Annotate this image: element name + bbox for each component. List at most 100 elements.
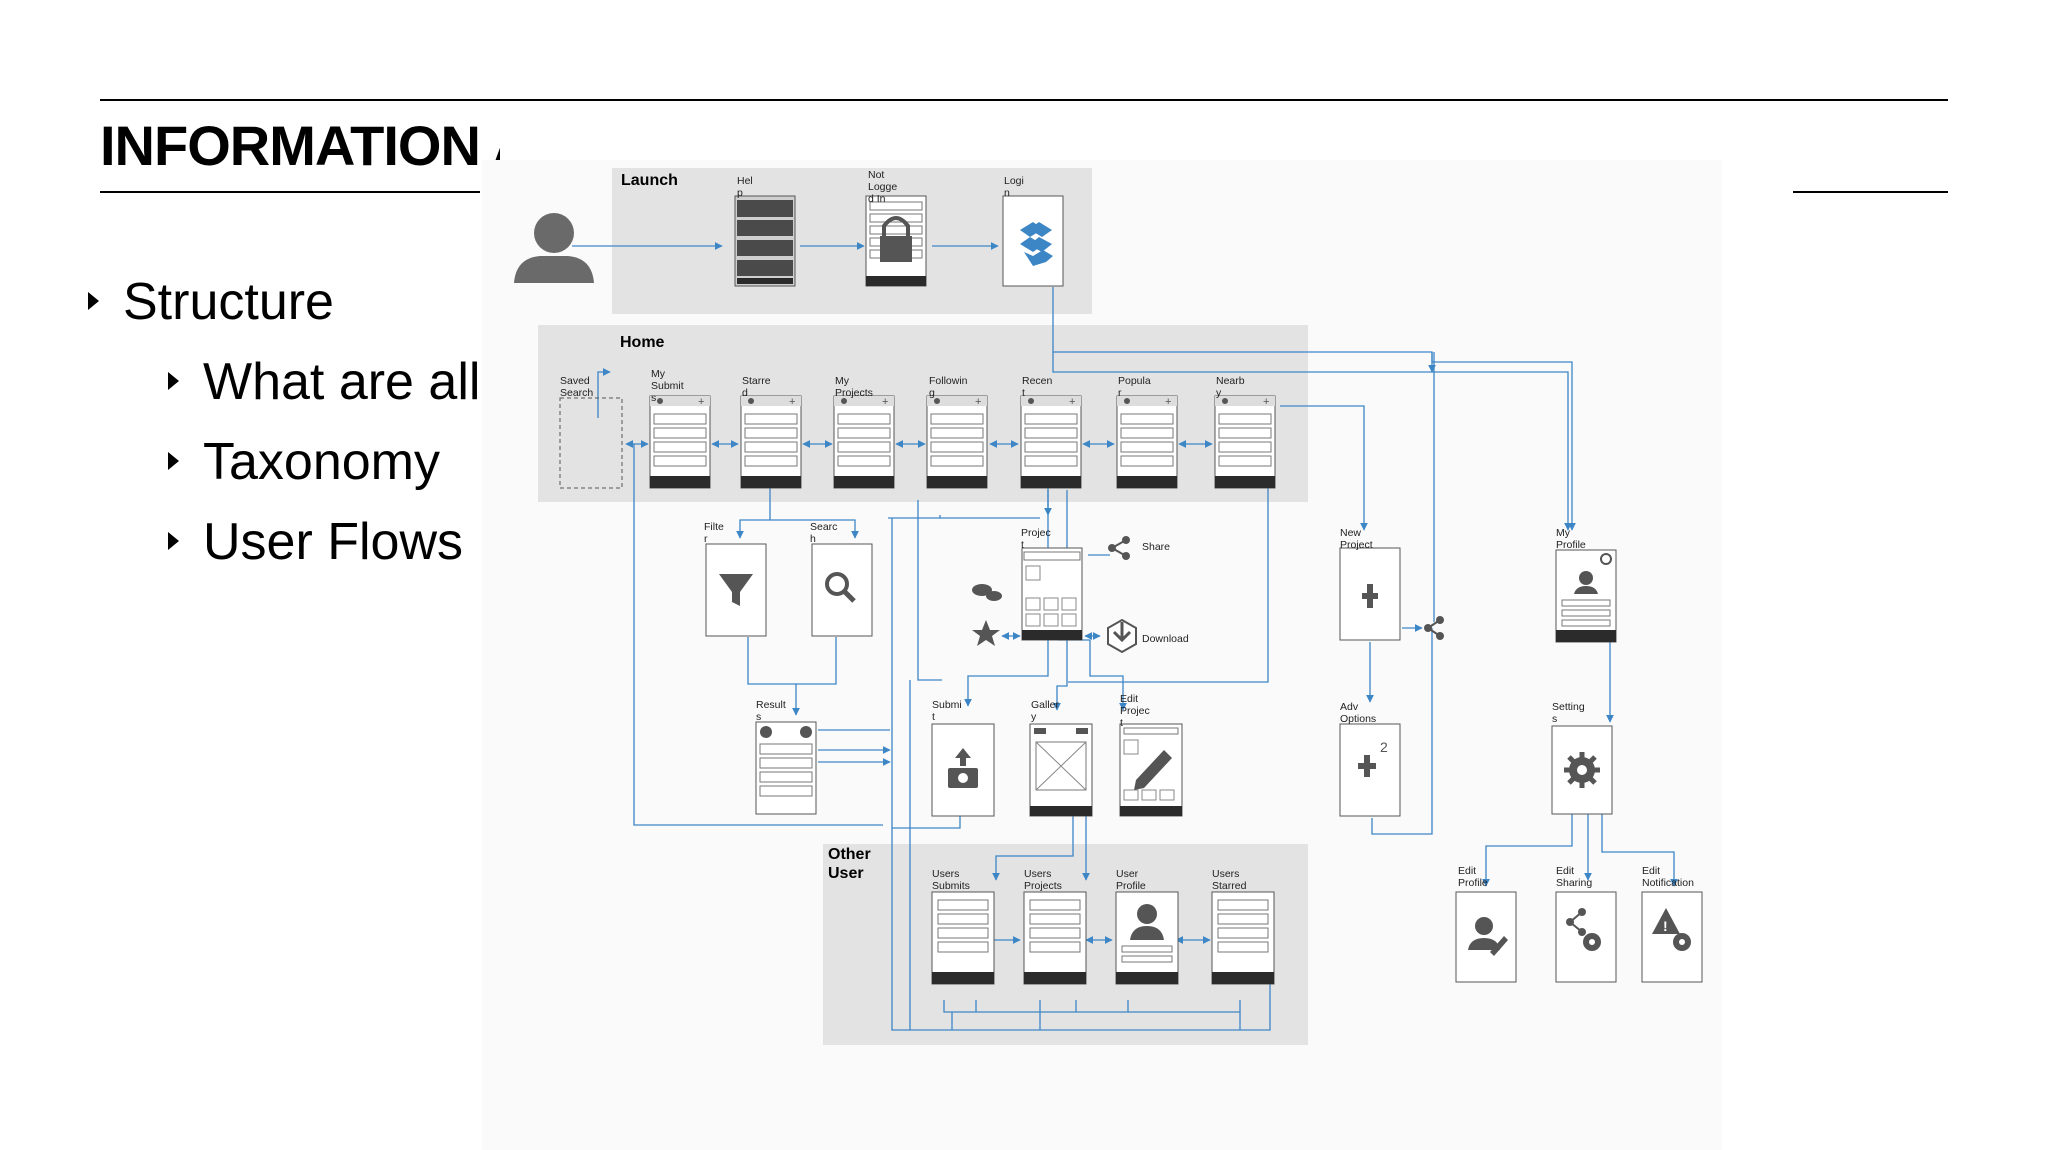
screen-not-logged-in xyxy=(865,195,927,287)
label-saved-search-2: Search xyxy=(560,387,593,399)
adv-badge: 2 xyxy=(1380,739,1388,755)
label-filter-2: r xyxy=(704,533,708,545)
label-my-projects-1: My xyxy=(835,375,850,387)
funnel-icon xyxy=(719,574,753,606)
bullet-triangle-icon xyxy=(88,292,99,311)
screen-following: + xyxy=(926,395,988,489)
screen-labels: Hel p Not Logge d In Logi n Saved Search… xyxy=(560,169,1694,892)
screen-my-profile xyxy=(1555,549,1617,643)
label-download: Download xyxy=(1142,633,1189,645)
label-my-submits-3: s xyxy=(651,392,656,404)
label-results-2: s xyxy=(756,711,761,723)
screen-submit xyxy=(931,723,995,817)
screen-settings xyxy=(1551,725,1613,815)
label-my-profile-2: Profile xyxy=(1556,539,1586,551)
page-title: INFORMATION ARCHITECT xyxy=(100,114,500,177)
svg-text:+: + xyxy=(698,396,704,408)
arrow-nearby-to-my-profile xyxy=(1431,352,1576,531)
screen-users-projects xyxy=(1023,891,1087,985)
bullet-structure: Structure xyxy=(88,272,334,332)
label-search-2: h xyxy=(810,533,816,545)
label-nearby-2: y xyxy=(1216,387,1222,399)
label-not-logged-1: Not xyxy=(868,169,884,181)
label-recent-1: Recen xyxy=(1022,375,1053,387)
label-users-projects-1: Users xyxy=(1024,868,1051,880)
label-gallery-2: y xyxy=(1031,711,1037,723)
screen-popular: + xyxy=(1116,395,1178,489)
label-edit-project-2: Projec xyxy=(1120,705,1150,717)
home-list-screens: + + + xyxy=(649,395,1276,489)
edit-user-icon xyxy=(1468,917,1508,956)
screen-edit-profile xyxy=(1455,891,1517,983)
label-new-project-2: Project xyxy=(1340,539,1373,551)
share-settings-icon xyxy=(1566,908,1601,951)
comment-icon xyxy=(972,584,1002,601)
label-users-projects-2: Projects xyxy=(1024,880,1062,892)
screen-adv-options: 2 xyxy=(1339,723,1401,817)
screen-recent: + xyxy=(1020,395,1082,489)
label-project-1: Projec xyxy=(1021,527,1051,539)
other-user-title-1: Other xyxy=(828,846,871,863)
bullet-taxonomy: Taxonomy xyxy=(168,432,440,492)
pencil-icon xyxy=(1134,750,1172,790)
download-icon xyxy=(1107,618,1137,654)
bullet-triangle-icon xyxy=(168,532,179,551)
label-users-submits-2: Submits xyxy=(932,880,970,892)
screen-gallery xyxy=(1029,723,1093,817)
label-starred-2: d xyxy=(742,387,748,399)
label-edit-sharing-2: Sharing xyxy=(1556,877,1592,889)
label-submit-2: t xyxy=(932,711,935,723)
screen-users-starred xyxy=(1211,891,1275,985)
screen-nearby: + xyxy=(1214,395,1276,489)
label-settings-2: s xyxy=(1552,713,1557,725)
bullet-label: What are all xyxy=(203,353,481,411)
screen-help xyxy=(734,195,796,287)
label-user-profile-2: Profile xyxy=(1116,880,1146,892)
lock-icon xyxy=(880,216,912,262)
label-edit-notification-2: Notification xyxy=(1642,877,1694,889)
label-saved-search-1: Saved xyxy=(560,375,590,387)
screen-edit-project xyxy=(1119,723,1183,817)
label-adv-options-1: Adv xyxy=(1340,701,1359,713)
label-my-submits-2: Submit xyxy=(651,380,684,392)
screen-my-submits: + xyxy=(649,395,711,489)
screen-users-submits xyxy=(931,891,995,985)
profile-user-icon xyxy=(1574,571,1598,594)
camera-upload-icon xyxy=(948,748,978,788)
bullet-label: User Flows xyxy=(203,513,464,571)
screen-new-project xyxy=(1339,547,1401,641)
add-circle-icon xyxy=(800,726,812,738)
label-following-2: g xyxy=(929,387,935,399)
label-filter-1: Filte xyxy=(704,521,724,533)
arrow-saved-search-loop xyxy=(633,444,883,826)
label-not-logged-3: d In xyxy=(868,193,886,205)
label-share: Share xyxy=(1142,541,1170,553)
label-user-profile-1: User xyxy=(1116,868,1139,880)
svg-text:+: + xyxy=(1069,396,1075,408)
screen-starred: + xyxy=(740,395,802,489)
label-edit-sharing-1: Edit xyxy=(1556,865,1574,877)
star-icon xyxy=(972,620,1000,646)
label-my-projects-2: Projects xyxy=(835,387,873,399)
label-search-1: Searc xyxy=(810,521,837,533)
arrow-nearby-to-new-project xyxy=(1280,405,1368,531)
close-circle-icon xyxy=(760,726,772,738)
dropbox-icon xyxy=(1020,222,1053,266)
bullet-triangle-icon xyxy=(168,372,179,391)
label-starred-1: Starre xyxy=(742,375,771,387)
label-results-1: Result xyxy=(756,699,786,711)
screen-saved-search xyxy=(559,397,623,489)
label-my-submits-1: My xyxy=(651,368,666,380)
title-underline-left xyxy=(100,191,480,193)
label-users-starred-1: Users xyxy=(1212,868,1239,880)
svg-text:+: + xyxy=(975,396,981,408)
label-users-submits-1: Users xyxy=(932,868,959,880)
label-edit-project-1: Edit xyxy=(1120,693,1138,705)
label-settings-1: Setting xyxy=(1552,701,1585,713)
magnifier-icon xyxy=(825,572,856,603)
screen-edit-notification: ! xyxy=(1641,891,1703,983)
screen-search xyxy=(811,543,873,637)
label-submit-1: Submi xyxy=(932,699,962,711)
label-project-2: t xyxy=(1021,539,1024,551)
